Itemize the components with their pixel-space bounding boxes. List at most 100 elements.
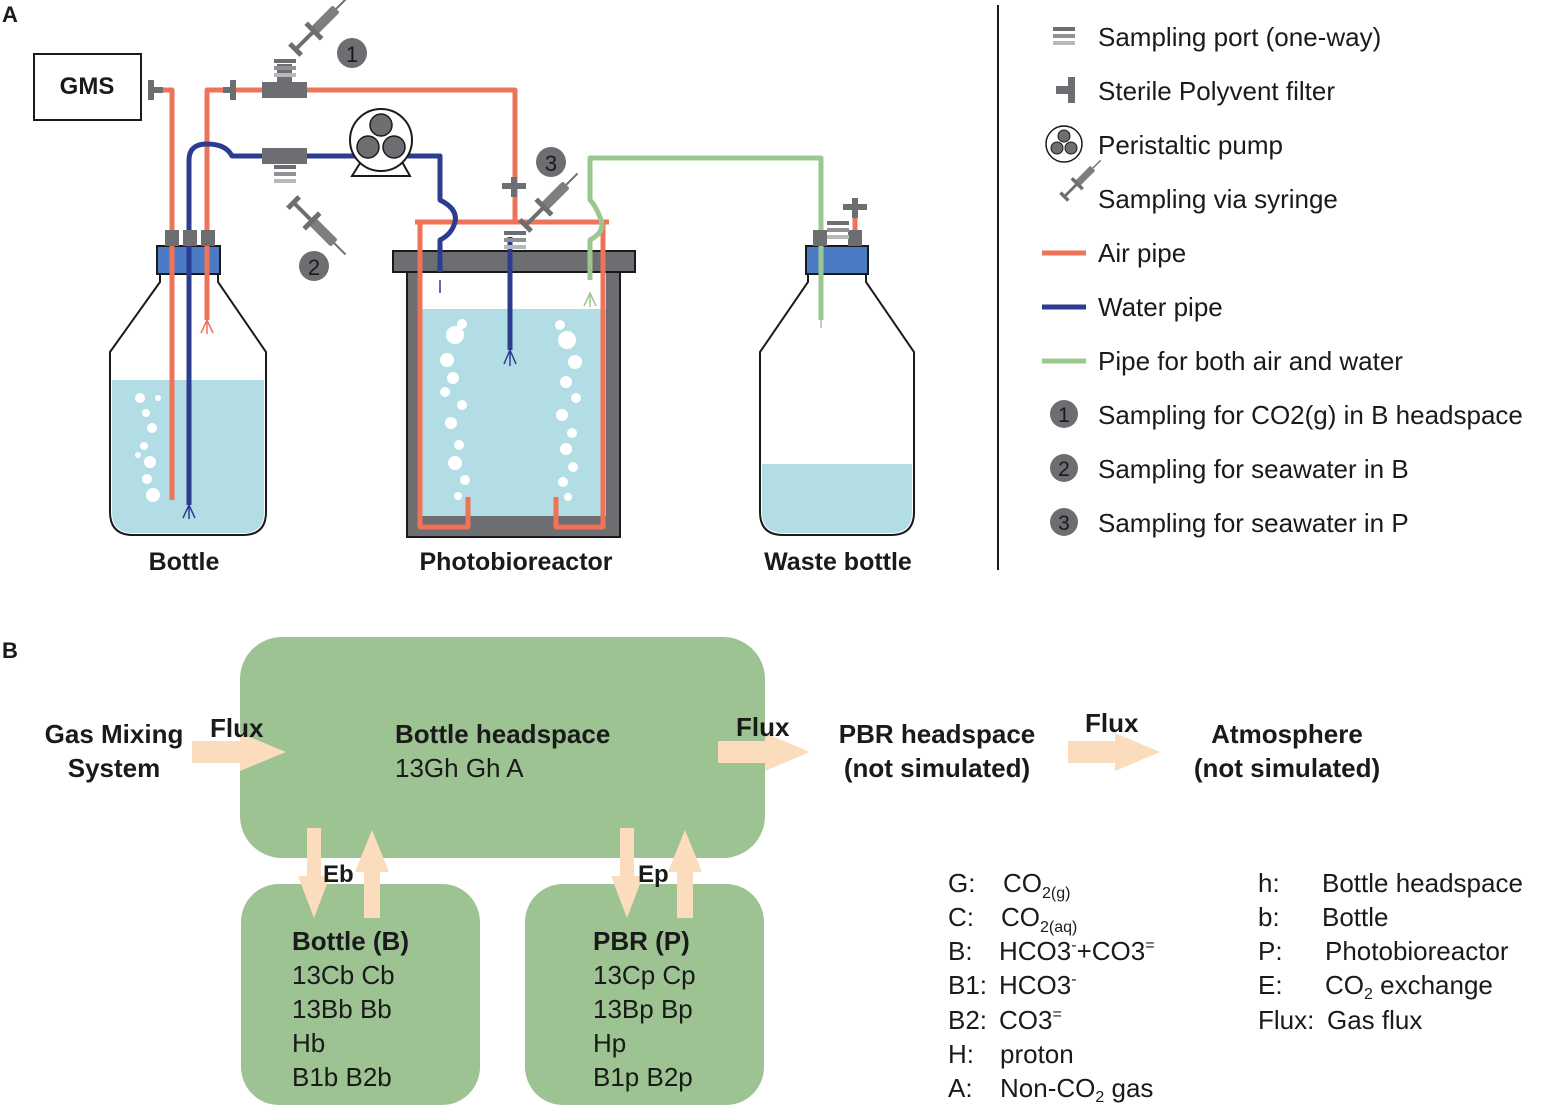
svg-text:HCO3-: HCO3-: [999, 970, 1077, 1000]
flux-label-3: Flux: [1085, 708, 1139, 738]
flux-arrow-1: [192, 733, 286, 771]
flux-arrow-3: [1068, 733, 1160, 771]
filter-icon: [1056, 77, 1075, 103]
svg-text:B2:: B2:: [948, 1005, 987, 1035]
ep-arrow-down: [611, 828, 643, 918]
gms-label: GMS: [60, 73, 115, 100]
pbr-box: [525, 884, 764, 1105]
svg-text:3: 3: [1058, 512, 1070, 535]
port-3-icon: [504, 231, 526, 249]
svg-text:CO2(aq): CO2(aq): [1001, 902, 1077, 936]
gms-text-line2: System: [68, 753, 161, 783]
svg-text:proton: proton: [1000, 1039, 1074, 1069]
svg-text:CO2 exchange: CO2 exchange: [1325, 970, 1493, 1003]
mixed-pipe: [587, 155, 824, 320]
waste-liquid: [762, 464, 912, 533]
gms-box: [33, 53, 142, 121]
svg-text:P:: P:: [1258, 936, 1283, 966]
bottle-var: B1b B2b: [292, 1062, 392, 1092]
flux-label-1: Flux: [210, 713, 264, 743]
svg-text:2: 2: [308, 255, 320, 280]
marker-1-icon: [1050, 400, 1078, 428]
bottle-var: Hb: [292, 1028, 325, 1058]
svg-text:Bottle: Bottle: [1322, 902, 1389, 932]
svg-text:CO3=: CO3=: [999, 1005, 1062, 1035]
legend-item: Peristaltic pump: [1098, 130, 1283, 160]
svg-text:Non-CO2 gas: Non-CO2 gas: [1000, 1073, 1153, 1106]
bottle-bubbles: [135, 393, 161, 502]
marker-1: 1: [337, 38, 367, 68]
waste-bottle: [759, 245, 915, 536]
svg-text:Flux:: Flux:: [1258, 1005, 1314, 1035]
panel-a-label: A: [2, 2, 18, 27]
svg-text:Bottle headspace: Bottle headspace: [1322, 868, 1523, 898]
atmosphere-line2: (not simulated): [1194, 753, 1380, 783]
svg-text:B:: B:: [948, 936, 973, 966]
bottle-var: 13Cb Cb: [292, 960, 395, 990]
svg-text:Gas flux: Gas flux: [1327, 1005, 1422, 1035]
photobioreactor: [392, 250, 636, 538]
waste-cap: [805, 245, 869, 275]
marker-2: 2: [299, 251, 329, 281]
eb-label: Eb: [323, 861, 354, 888]
svg-text:h:: h:: [1258, 868, 1280, 898]
legend-item: Sampling via syringe: [1098, 184, 1338, 214]
headspace-box: [240, 637, 765, 858]
pbr-var: Hp: [593, 1028, 626, 1058]
sampling-port-icon: [1053, 27, 1075, 45]
pbr-var: 13Cp Cp: [593, 960, 696, 990]
ep-label: Ep: [638, 861, 669, 888]
svg-text:A:: A:: [948, 1073, 973, 1103]
headspace-title: Bottle headspace: [395, 719, 610, 749]
legend: 1 2 3 Sampling port (one-way) Sterile Po…: [1042, 22, 1523, 538]
legend-item: Sampling for CO2(g) in B headspace: [1098, 400, 1523, 430]
legend-item: Pipe for both air and water: [1098, 346, 1403, 376]
pump-icon: [1045, 125, 1083, 163]
svg-text:1: 1: [346, 42, 358, 67]
svg-text:3: 3: [545, 151, 557, 176]
pbr-bubbles: [440, 319, 582, 501]
legend-item: Sampling for seawater in B: [1098, 454, 1409, 484]
water-pipe: [186, 141, 513, 505]
legend-item: Sampling for seawater in P: [1098, 508, 1409, 538]
marker-3-icon: [1050, 508, 1078, 536]
waste-port-icon: [827, 221, 849, 239]
bottle-label: Bottle: [149, 548, 220, 576]
svg-text:2: 2: [1058, 458, 1070, 481]
marker-2-icon: [1050, 454, 1078, 482]
svg-text:C:: C:: [948, 902, 974, 932]
legend-item: Air pipe: [1098, 238, 1186, 268]
svg-text:CO2(g): CO2(g): [1003, 868, 1070, 902]
port-1-icon: [274, 59, 296, 77]
pbr-headspace-line2: (not simulated): [844, 753, 1030, 783]
key-left: G: CO2(g) C: CO2(aq) B: HCO3-+CO3= B1: H…: [948, 868, 1155, 1106]
atmosphere-line1: Atmosphere: [1211, 719, 1363, 749]
legend-item: Water pipe: [1098, 292, 1223, 322]
pbr-label: Photobioreactor: [419, 548, 612, 576]
flux-label-2: Flux: [736, 712, 790, 742]
bottle-var: 13Bb Bb: [292, 994, 392, 1024]
marker-3: 3: [536, 147, 566, 177]
gms-text-line1: Gas Mixing: [45, 719, 184, 749]
pbr-var: B1p B2p: [593, 1062, 693, 1092]
legend-item: Sterile Polyvent filter: [1098, 76, 1335, 106]
bottle-box-title: Bottle (B): [292, 926, 409, 956]
svg-text:B1:: B1:: [948, 970, 987, 1000]
port-2-icon: [274, 165, 296, 183]
svg-text:1: 1: [1058, 404, 1070, 427]
legend-item: Sampling port (one-way): [1098, 22, 1381, 52]
svg-text:E:: E:: [1258, 970, 1283, 1000]
headspace-vars: 13Gh Gh A: [395, 753, 524, 783]
pbr-lid: [392, 250, 636, 273]
filter-icons: [148, 80, 867, 218]
pbr-box-title: PBR (P): [593, 926, 690, 956]
bottle-box: [241, 884, 480, 1105]
key-right: h: Bottle headspace b: Bottle P: Photobi…: [1258, 868, 1523, 1035]
flux-arrow-2: [718, 733, 810, 771]
pbr-var: 13Bp Bp: [593, 994, 693, 1024]
eb-arrow-up: [355, 830, 389, 918]
pbr-headspace-line1: PBR headspace: [839, 719, 1036, 749]
svg-text:HCO3-+CO3=: HCO3-+CO3=: [999, 936, 1155, 966]
panel-b-label: B: [2, 638, 18, 663]
svg-text:H:: H:: [948, 1039, 974, 1069]
